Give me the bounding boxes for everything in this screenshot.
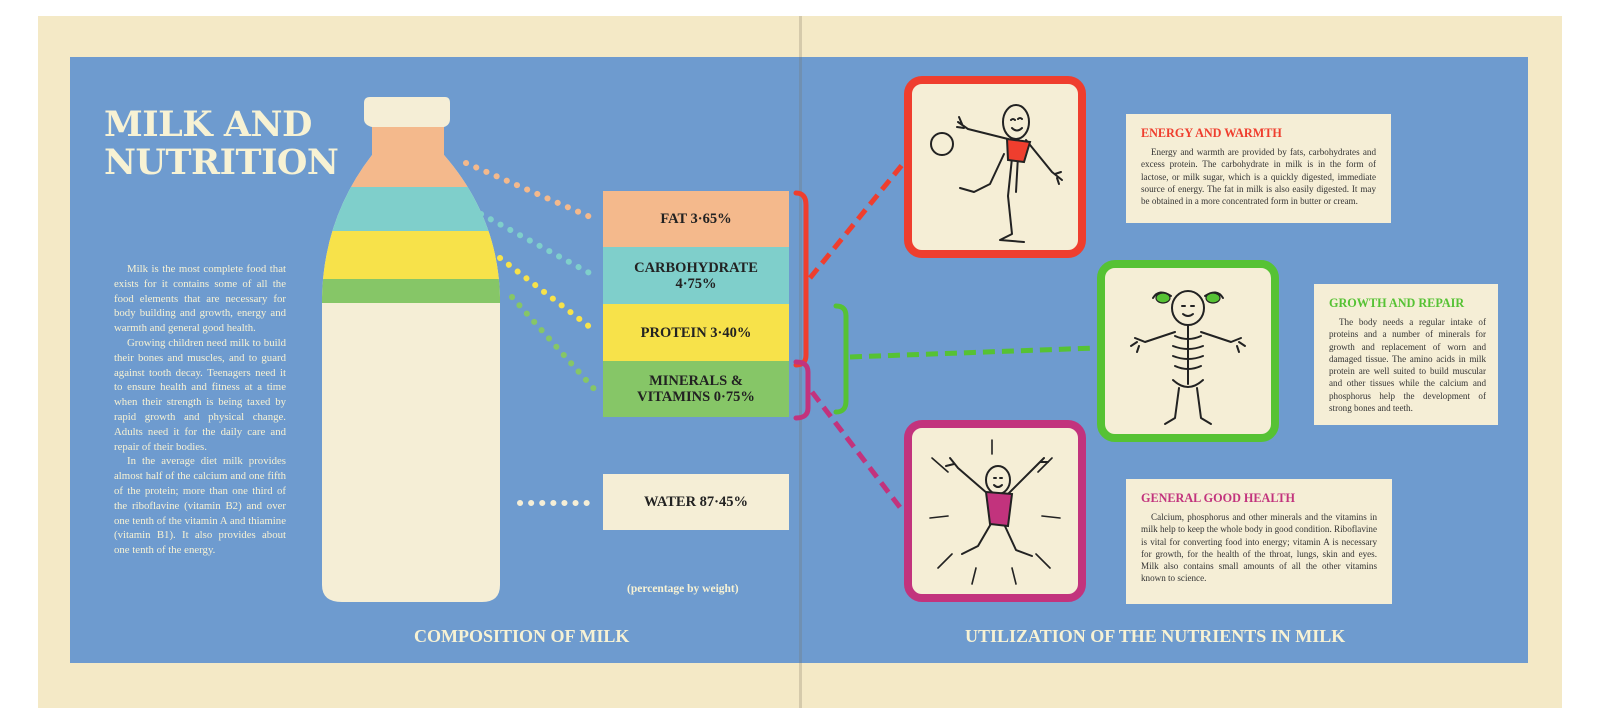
carbohydrate-value: 4·75%	[675, 275, 717, 292]
page-title: MILK AND NUTRITION	[104, 104, 339, 183]
footer-composition: COMPOSITION OF MILK	[414, 626, 630, 646]
fat-box: FAT 3·65%	[603, 191, 789, 247]
milk-bottle	[322, 97, 500, 602]
percentage-note: (percentage by weight)	[627, 583, 739, 595]
bottle-band-protein	[322, 231, 500, 279]
carbohydrate-box: CARBOHYDRATE 4·75%	[603, 247, 789, 304]
fat-label: FAT 3·65%	[660, 211, 732, 227]
growth-frame	[1097, 260, 1279, 442]
intro-paragraph: Growing children need milk to build thei…	[114, 336, 286, 453]
growth-text: The body needs a regular intake of prote…	[1329, 317, 1486, 414]
protein-box: PROTEIN 3·40%	[603, 304, 789, 361]
health-frame	[904, 420, 1086, 602]
bottle-band-fat	[322, 127, 500, 187]
energy-frame	[904, 76, 1086, 258]
energy-info-box: ENERGY AND WARMTH Energy and warmth are …	[1126, 114, 1391, 223]
minerals-value: VITAMINS 0·75%	[637, 389, 755, 405]
energy-title: ENERGY AND WARMTH	[1141, 126, 1282, 140]
intro-paragraph: In the average diet milk provides almost…	[114, 455, 286, 557]
carbohydrate-label: CARBOHYDRATE 4·75%	[634, 260, 758, 292]
footer-utilization: UTILIZATION OF THE NUTRIENTS IN MILK	[965, 626, 1346, 646]
kicking-ball-figure-icon	[930, 104, 1063, 243]
minerals-label-line: MINERALS &	[649, 373, 743, 389]
water-label: WATER 87·45%	[643, 494, 749, 510]
minerals-label: MINERALS & VITAMINS 0·75%	[637, 373, 755, 405]
intro-paragraph: Milk is the most complete food that exis…	[114, 263, 286, 335]
carbohydrate-label-line: CARBOHYDRATE	[634, 259, 758, 276]
growth-info-box: GROWTH AND REPAIR The body needs a regul…	[1314, 284, 1498, 425]
health-text: Calcium, phosphorus and other minerals a…	[1141, 512, 1377, 584]
growth-title: GROWTH AND REPAIR	[1329, 296, 1465, 310]
skeleton-girl-icon	[1130, 290, 1246, 425]
water-box: WATER 87·45%	[603, 474, 789, 530]
protein-label: PROTEIN 3·40%	[640, 324, 752, 341]
health-title: GENERAL GOOD HEALTH	[1141, 491, 1295, 505]
center-fold	[799, 16, 802, 708]
intro-text: Milk is the most complete food that exis…	[114, 262, 286, 558]
jumping-figure-icon	[929, 439, 1061, 585]
minerals-box: MINERALS & VITAMINS 0·75%	[603, 361, 789, 417]
health-info-box: GENERAL GOOD HEALTH Calcium, phosphorus …	[1126, 479, 1392, 604]
bottle-band-carbohydrate	[322, 187, 500, 231]
title-line-1: MILK AND	[104, 104, 312, 145]
title-line-2: NUTRITION	[104, 142, 339, 183]
energy-text: Energy and warmth are provided by fats, …	[1141, 147, 1376, 207]
bottle-band-minerals	[322, 279, 500, 303]
